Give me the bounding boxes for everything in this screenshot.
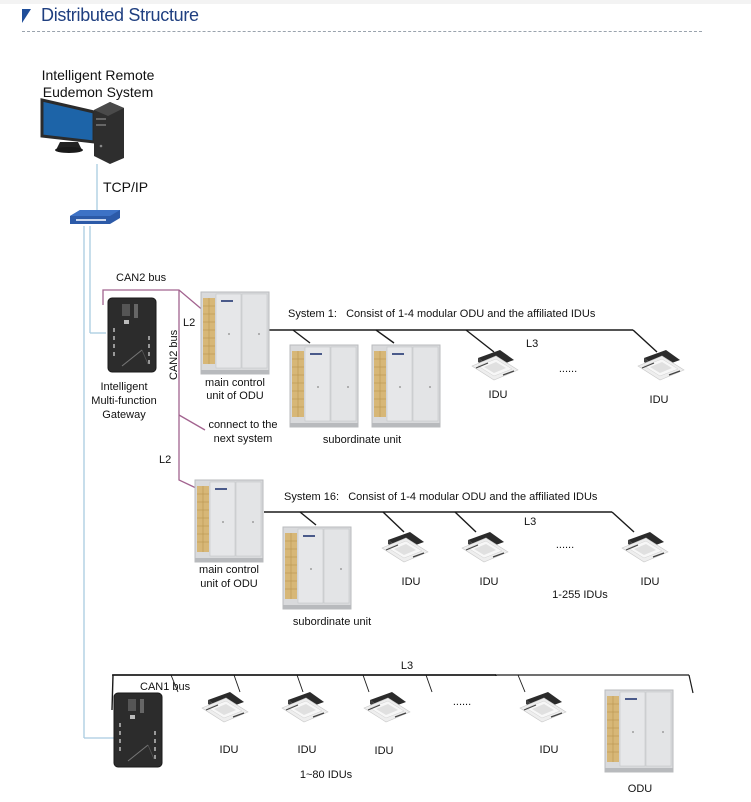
system1-main-unit-label-2: unit of ODU: [206, 390, 264, 402]
can1-idu-label-2: IDU: [298, 744, 317, 756]
desktop-computer-icon: [40, 98, 124, 164]
remote-system-label-1: Intelligent Remote: [42, 67, 155, 83]
system16-main-unit-label-1: main control: [199, 564, 259, 576]
gateway-device-icon: [107, 297, 157, 373]
system16-idu-label-3: IDU: [641, 576, 660, 588]
can1-l3-bus-main: [113, 674, 694, 694]
can1-bus-label: CAN1 bus: [140, 681, 191, 693]
system1-l3-bus: [268, 329, 658, 353]
can1-odu-icon: [604, 689, 674, 773]
system1-subordinate-odu-icon-2: [371, 344, 441, 428]
system1-main-unit-label-1: main control: [205, 377, 265, 389]
system1-idu-label-2: IDU: [650, 394, 669, 406]
triangle-marker-icon: [22, 9, 31, 23]
remote-system-label-2: Eudemon System: [43, 84, 154, 100]
network-switch-icon: [70, 210, 120, 224]
system1-idu-icon-1: [471, 349, 519, 381]
can1-idu-icon-1: [201, 691, 249, 723]
l2-system16-line: [178, 415, 197, 489]
can2-bus-lines: [102, 289, 206, 489]
connect-next-label-1: connect to the: [208, 419, 277, 431]
gateway-label-3: Gateway: [102, 409, 146, 421]
tcp-ip-lines: [83, 164, 115, 739]
dashed-divider: [22, 31, 702, 32]
can1-idu-label-1: IDU: [220, 744, 239, 756]
system16-main-odu-icon: [194, 479, 264, 563]
system16-ellipsis: ......: [556, 539, 574, 551]
system16-idu-icon-2: [461, 531, 509, 563]
system1-idu-label-1: IDU: [489, 389, 508, 401]
system16-idu-label-2: IDU: [480, 576, 499, 588]
system1-l2-label: L2: [183, 317, 195, 329]
system1-main-odu-icon: [200, 291, 270, 375]
can1-gateway-device-icon: [113, 692, 163, 768]
connect-next-label-2: next system: [214, 433, 273, 445]
can1-odu-label: ODU: [628, 783, 653, 795]
can1-idu-label-3: IDU: [375, 745, 394, 757]
system16-title: System 16: Consist of 1-4 modular ODU an…: [284, 491, 598, 503]
can1-idu-icon-3: [363, 691, 411, 723]
can2-bus-top-line: [102, 289, 206, 313]
system1-subordinate-odu-icon: [289, 344, 359, 428]
system16-l3-label: L3: [524, 516, 536, 528]
system16-subordinate-label: subordinate unit: [293, 616, 371, 628]
system1-title: System 1: Consist of 1-4 modular ODU and…: [288, 308, 596, 320]
system1-ellipsis: ......: [559, 363, 577, 375]
system16-subordinate-odu-icon: [282, 526, 352, 610]
system1-subordinate-label: subordinate unit: [323, 434, 401, 446]
can1-l3-label: L3: [401, 660, 413, 672]
can2-bus-vertical-label: CAN2 bus: [168, 329, 180, 380]
gateway-label-2: Multi-function: [91, 395, 156, 407]
system16-idu-count-label: 1-255 IDUs: [552, 589, 608, 601]
system16-idu-icon-1: [381, 531, 429, 563]
can2-bus-label: CAN2 bus: [116, 272, 167, 284]
system16-idu-label-1: IDU: [402, 576, 421, 588]
system1-l3-label: L3: [526, 338, 538, 350]
gateway-label-1: Intelligent: [100, 381, 147, 393]
system16-main-unit-label-2: unit of ODU: [200, 578, 258, 590]
tcp-ip-label: TCP/IP: [103, 179, 148, 195]
can1-ellipsis: ......: [453, 696, 471, 708]
can1-idu-label-4: IDU: [540, 744, 559, 756]
connect-next-system-line: [178, 414, 206, 431]
section-title: Distributed Structure: [22, 4, 199, 26]
can1-idu-icon-2: [281, 691, 329, 723]
header-bar: [0, 0, 751, 4]
section-title-text: Distributed Structure: [41, 4, 199, 25]
system16-l3-bus: [264, 511, 635, 533]
system1-idu-icon-2: [637, 349, 685, 381]
system16-l2-label: L2: [159, 454, 171, 466]
system16-idu-icon-3: [621, 531, 669, 563]
can1-idu-count-label: 1~80 IDUs: [300, 769, 353, 781]
can1-idu-icon-4: [519, 691, 567, 723]
